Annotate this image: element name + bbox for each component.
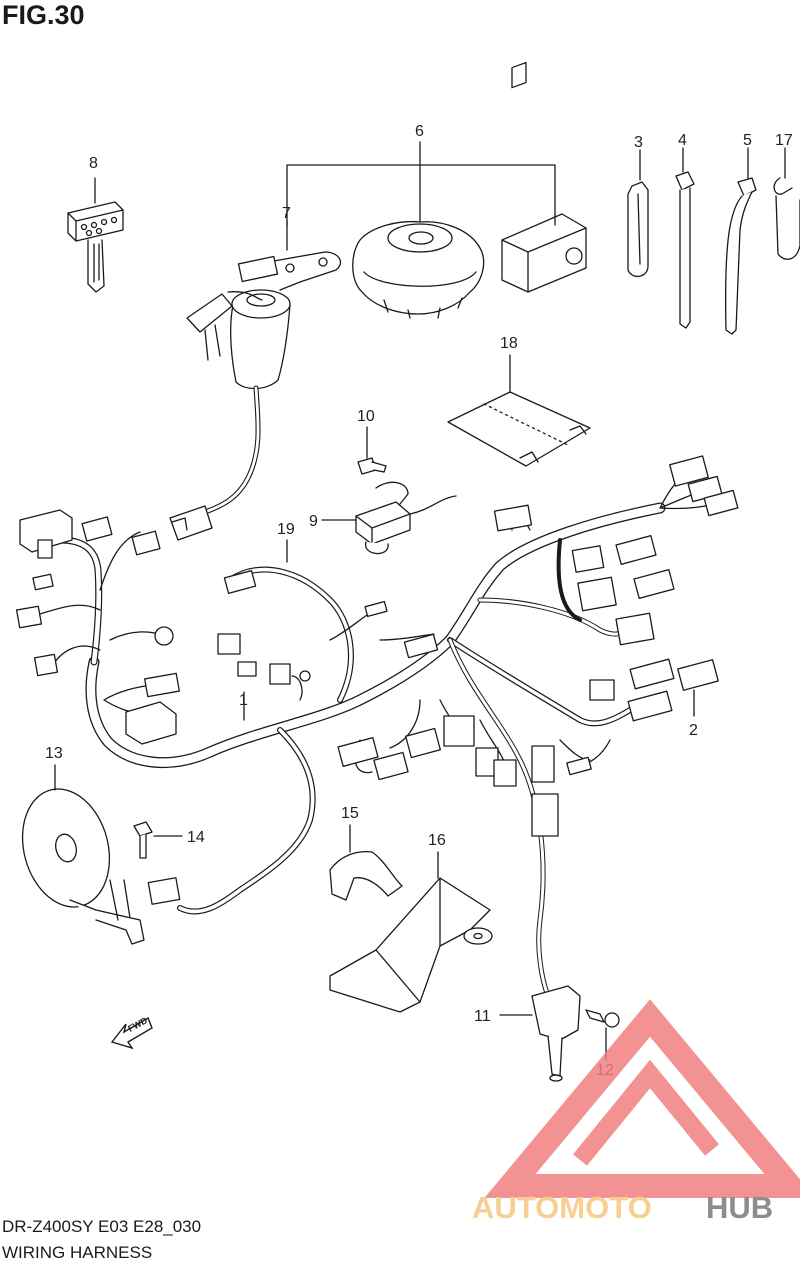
callout-14: 14 [187, 829, 205, 846]
callout-13: 13 [45, 745, 63, 762]
callout-labels: 1 2 3 4 5 6 7 8 9 10 11 12 13 14 15 16 1… [45, 123, 793, 1079]
watermark-text-part2: HUB [706, 1190, 773, 1225]
screw-part-12 [585, 1009, 620, 1061]
callout-19: 19 [277, 521, 295, 538]
figure-code: DR-Z400SY E03 E28_030 [2, 1217, 202, 1236]
ignition-key-part [67, 177, 124, 293]
callout-10: 10 [357, 408, 375, 425]
fuel-cap-part [352, 220, 485, 319]
callout-4: 4 [678, 132, 687, 149]
seat-lock-part [501, 61, 587, 293]
callout-9: 9 [309, 513, 318, 530]
callout-17: 17 [775, 132, 793, 149]
horn-part-13 [21, 764, 181, 945]
clamp-part-17 [773, 147, 800, 260]
switch-part-11 [499, 985, 581, 1082]
cover-part-15 [329, 824, 403, 901]
bracket-part-16 [329, 851, 493, 1013]
watermark-text-part1: AUTOMOTO [472, 1190, 652, 1225]
forward-arrow-icon: FWD [110, 1015, 153, 1050]
harness-connectors [15, 455, 739, 837]
screw-part-10 [357, 426, 387, 475]
sensor-part-9 [321, 481, 457, 555]
automotohub-watermark: AUTOMOTO HUB [472, 999, 800, 1225]
clamp-part-5 [725, 147, 757, 335]
cable-tie-part-4 [675, 147, 695, 329]
callout-7: 7 [282, 205, 291, 222]
callout-15: 15 [341, 805, 359, 822]
callout-5: 5 [743, 132, 752, 149]
callout-8: 8 [89, 155, 98, 172]
sheet-part-18 [447, 354, 591, 467]
callout-11: 11 [474, 1008, 491, 1025]
callout-6: 6 [415, 123, 424, 140]
callout-3: 3 [634, 134, 643, 151]
callout-18: 18 [500, 335, 518, 352]
callout-1: 1 [239, 692, 248, 709]
bolt-part-14 [133, 821, 183, 859]
clamp-part-3 [627, 149, 649, 277]
ignition-switch-part [169, 141, 556, 541]
figure-title: FIG.30 [2, 0, 85, 30]
figure-name: WIRING HARNESS [2, 1243, 153, 1262]
callout-2: 2 [689, 722, 698, 739]
callout-16: 16 [428, 832, 446, 849]
